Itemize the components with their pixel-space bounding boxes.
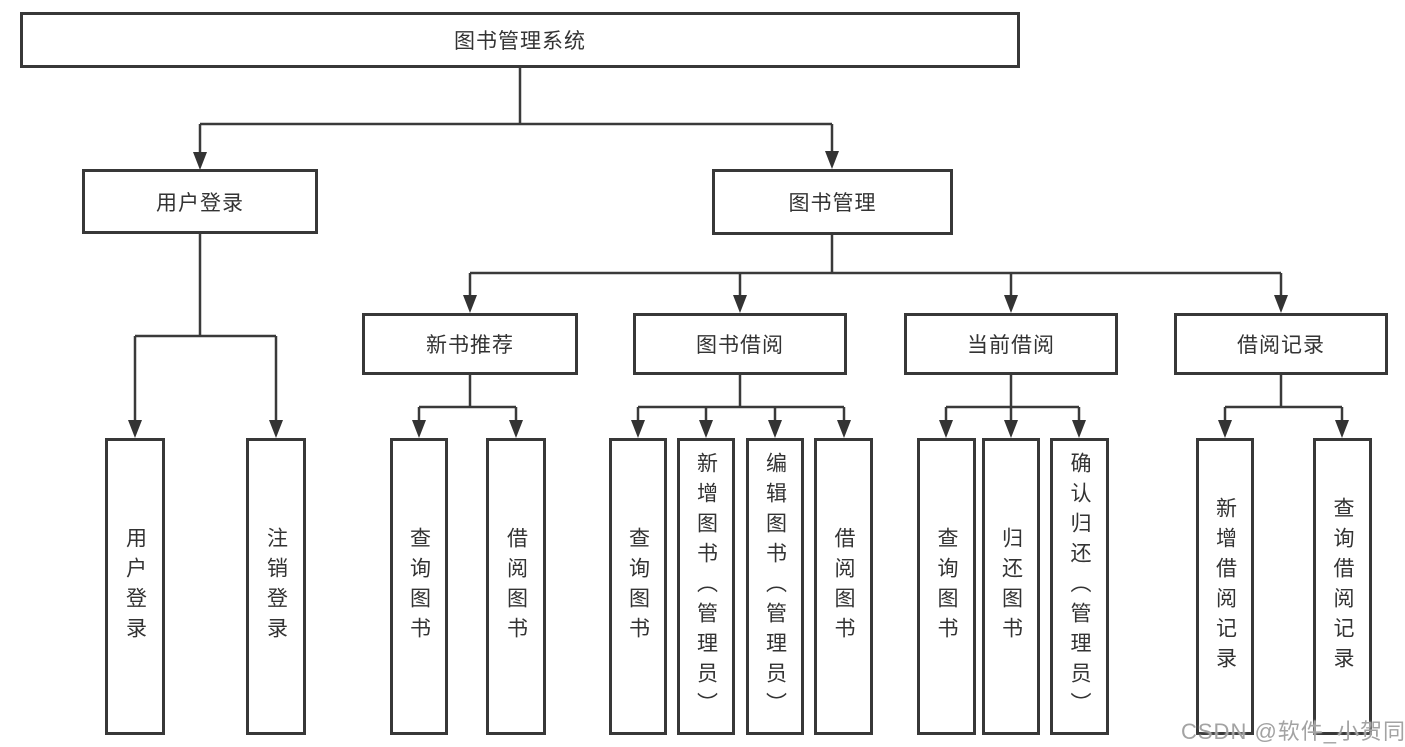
- node-label: 查询借阅记录: [1331, 496, 1355, 677]
- node-query-books: 查询图书: [609, 438, 667, 735]
- node-label: 查询图书: [935, 526, 959, 647]
- node-label: 确认归还（管理员）: [1068, 451, 1092, 722]
- node-label: 查询图书: [626, 526, 650, 647]
- node-add-borrow-record: 新增借阅记录: [1196, 438, 1254, 735]
- node-query-books: 查询图书: [917, 438, 976, 735]
- node-user-login: 用户登录: [82, 169, 318, 234]
- node-query-books: 查询图书: [390, 438, 448, 735]
- node-logout-action: 注销登录: [246, 438, 306, 735]
- node-label: 用户登录: [156, 191, 244, 215]
- node-label: 编辑图书（管理员）: [763, 451, 787, 722]
- node-borrowing-records: 借阅记录: [1174, 313, 1388, 375]
- watermark: CSDN @软件_小贺同学: [1181, 719, 1405, 744]
- node-borrow-books: 借阅图书: [814, 438, 873, 735]
- node-label: 借阅图书: [504, 526, 528, 647]
- node-label: 新书推荐: [426, 334, 514, 357]
- node-label: 注销登录: [264, 526, 288, 647]
- node-current-borrowing: 当前借阅: [904, 313, 1118, 375]
- node-label: 归还图书: [999, 526, 1023, 647]
- node-label: 查询图书: [407, 526, 431, 647]
- node-book-borrowing: 图书借阅: [633, 313, 847, 375]
- node-edit-books-admin: 编辑图书（管理员）: [746, 438, 804, 735]
- node-label: 当前借阅: [967, 334, 1055, 357]
- node-book-management: 图书管理: [712, 169, 953, 235]
- node-borrow-books: 借阅图书: [486, 438, 546, 735]
- node-add-books-admin: 新增图书（管理员）: [677, 438, 735, 735]
- node-label: 新增图书（管理员）: [694, 451, 718, 722]
- node-label: 图书借阅: [696, 334, 784, 357]
- node-label: 图书管理: [788, 192, 877, 215]
- node-library-system: 图书管理系统: [20, 12, 1020, 68]
- connector-tree-lines: [133, 68, 1344, 426]
- node-query-borrow-record: 查询借阅记录: [1313, 438, 1372, 735]
- node-label: 新增借阅记录: [1213, 496, 1237, 677]
- node-user-login-action: 用户登录: [105, 438, 165, 735]
- node-label: 图书管理系统: [454, 30, 586, 53]
- node-label: 借阅图书: [832, 526, 856, 647]
- node-label: 用户登录: [123, 526, 147, 647]
- node-label: 借阅记录: [1237, 334, 1325, 357]
- node-return-books: 归还图书: [982, 438, 1040, 735]
- node-new-book-recommendation: 新书推荐: [362, 313, 578, 375]
- node-confirm-return-admin: 确认归还（管理员）: [1050, 438, 1109, 735]
